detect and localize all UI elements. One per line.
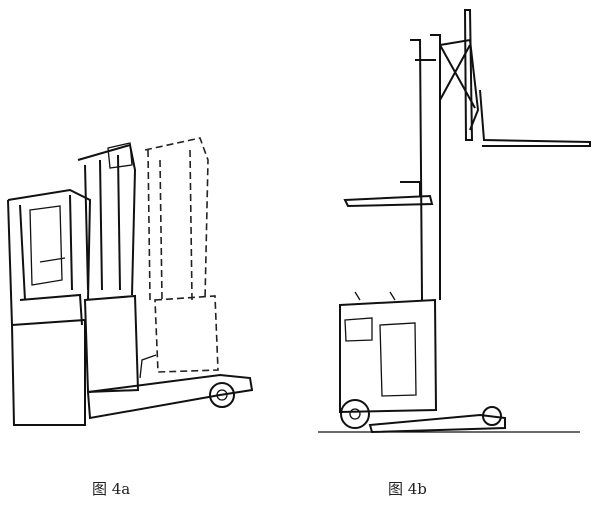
figure-4a-caption: 图 4a	[92, 480, 131, 498]
figure-4b-caption: 图 4b	[388, 480, 427, 498]
figure-4b-drawing	[318, 9, 591, 434]
figure-4a-drawing	[7, 137, 254, 426]
